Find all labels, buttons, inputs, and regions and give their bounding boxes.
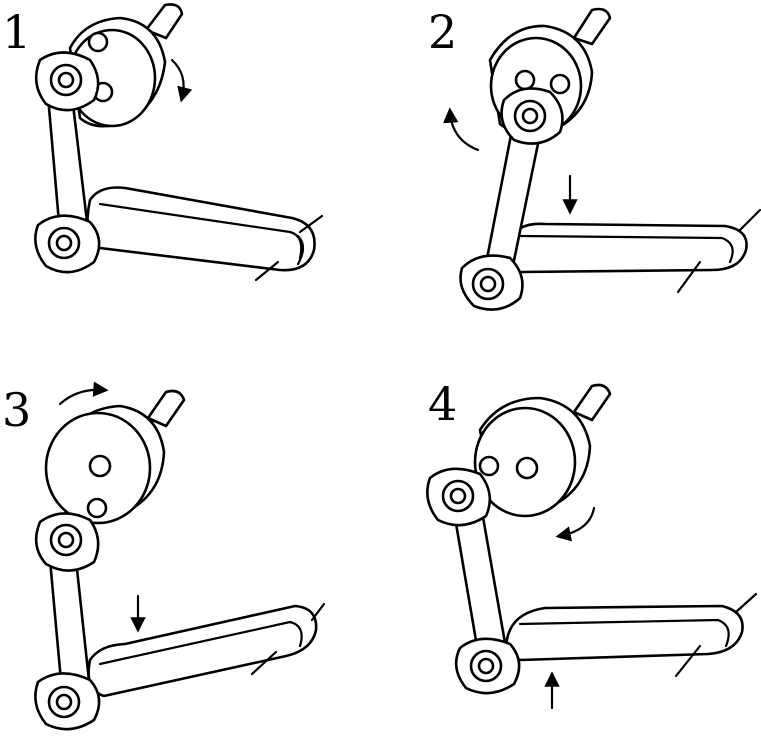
panel-label: 3 bbox=[2, 383, 31, 437]
crank-axle bbox=[572, 383, 612, 422]
rotation-arrow bbox=[58, 381, 109, 406]
panel-label: 1 bbox=[2, 5, 31, 59]
rotation-arrow bbox=[170, 58, 193, 103]
panel-3: 3 bbox=[2, 381, 326, 731]
lever-arm bbox=[505, 592, 758, 678]
panel-2: 2 bbox=[428, 5, 761, 311]
crank-axle bbox=[572, 7, 612, 46]
crank-axle bbox=[144, 3, 184, 40]
crank-axle bbox=[146, 389, 186, 428]
lever-arm bbox=[86, 186, 324, 282]
panel-4: 4 bbox=[426, 377, 758, 710]
lever-arm bbox=[87, 602, 326, 698]
connecting-rod bbox=[426, 467, 521, 695]
panel-1: 1 bbox=[2, 3, 324, 282]
connecting-rod bbox=[34, 512, 101, 731]
crank-wheel bbox=[473, 396, 592, 518]
rotation-arrow bbox=[555, 506, 596, 542]
connecting-rod bbox=[459, 87, 564, 311]
lever-arm bbox=[505, 208, 761, 294]
panel-label: 4 bbox=[428, 377, 457, 431]
panel-label: 2 bbox=[428, 5, 457, 59]
connecting-rod bbox=[34, 51, 101, 274]
rotation-arrow bbox=[443, 107, 480, 152]
crank-wheel bbox=[44, 404, 166, 525]
